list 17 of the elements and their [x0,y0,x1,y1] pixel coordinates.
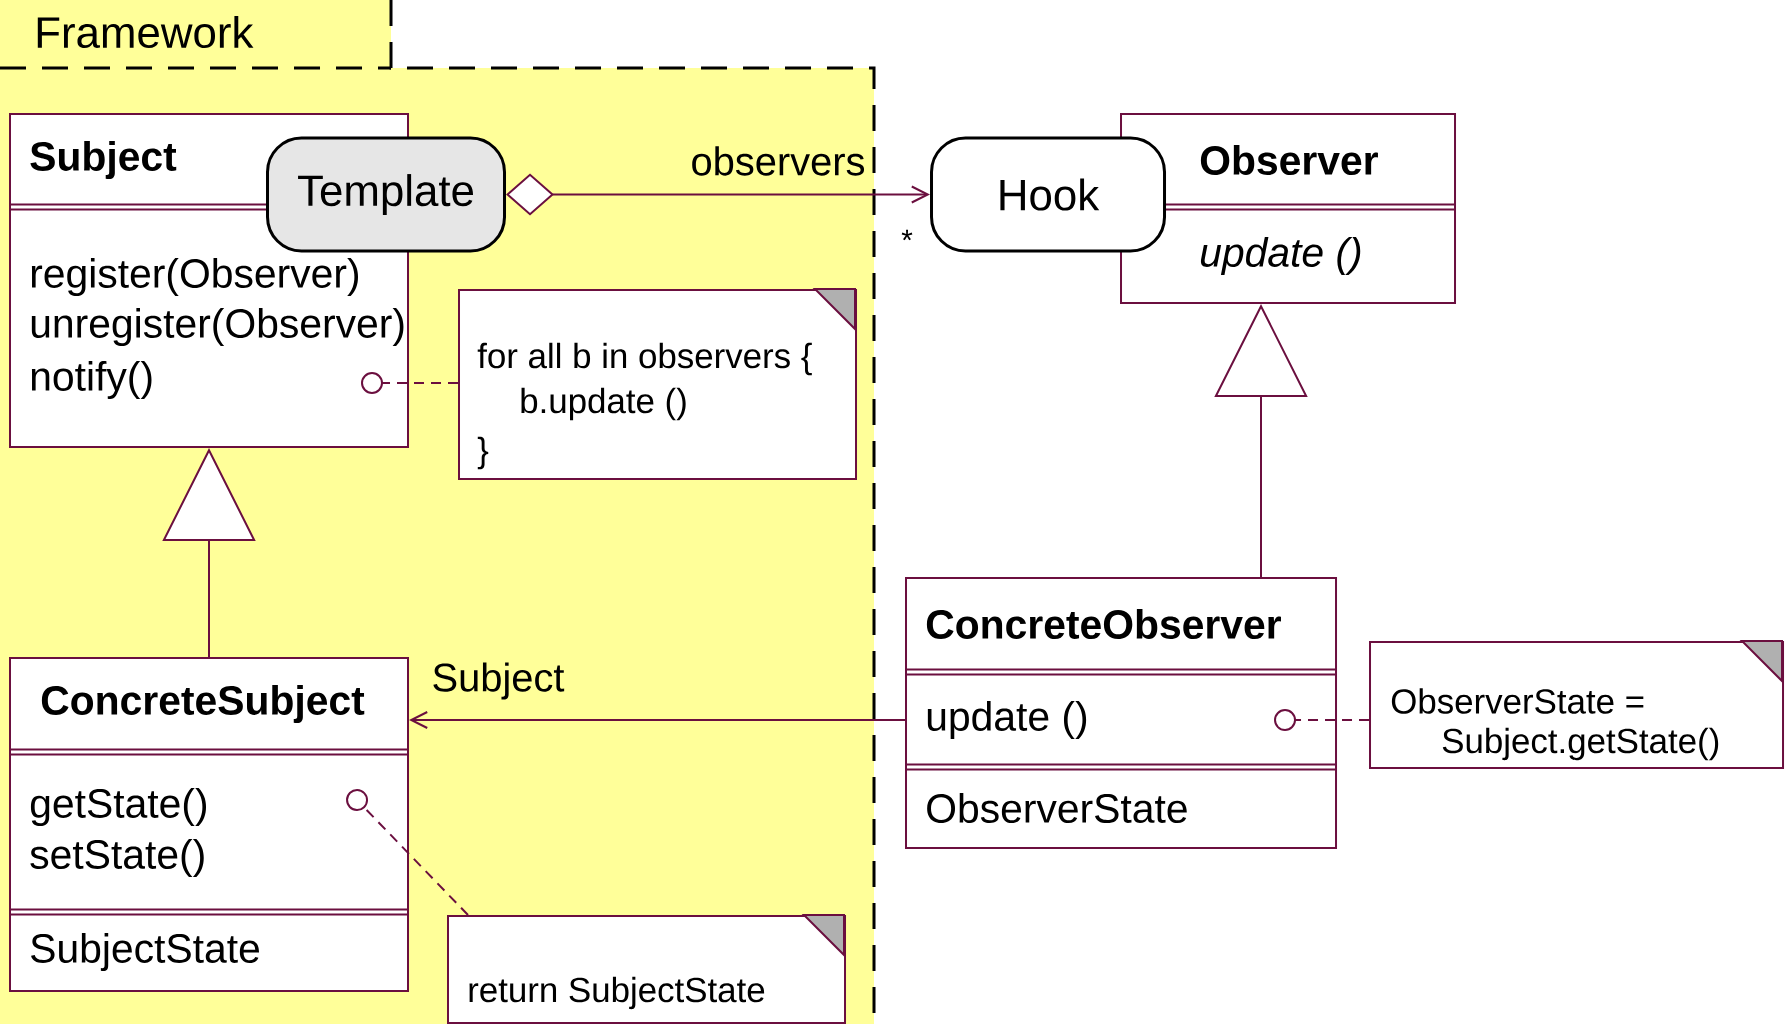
edge-label: Subject [433,662,565,700]
aggregation-arrow [506,173,930,216]
association-arrow [409,711,906,729]
multiplicity-label: * [901,229,913,241]
note-box: return SubjectState [447,914,846,1024]
edge-label: observers [692,146,865,176]
note-link [346,789,469,916]
class-box: ConcreteSubject getState() setState() SubjectState [8,657,409,992]
class-box: ConcreteObserver update () ObserverState [904,577,1337,849]
note-box: ObserverState = Subject.getState() [1369,640,1785,769]
rounded-label-box: Hook [930,136,1166,253]
note-link [1274,709,1370,731]
class-box: Observer update () [1119,113,1456,304]
node-label: Framework [37,15,254,49]
rounded-label-box: Template [266,136,506,253]
note-link [361,372,459,394]
note-box: for all b in observers { b.update () } [458,288,857,480]
